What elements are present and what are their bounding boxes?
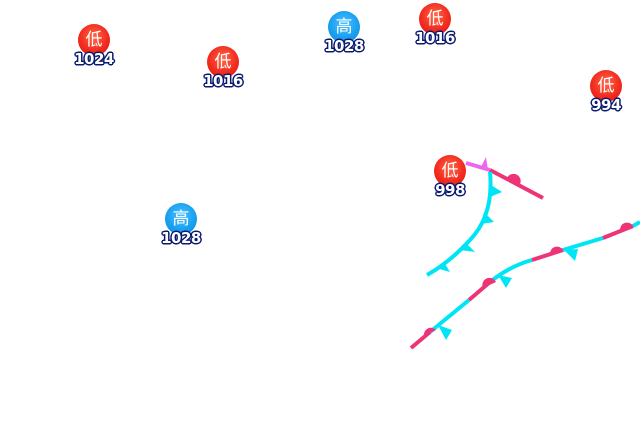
pressure-center-high-1028-north[interactable]: 高 1028	[314, 11, 374, 55]
pressure-center-low-1016-west[interactable]: 低 1016	[193, 46, 253, 90]
pressure-value: 1028	[324, 37, 364, 55]
low-pressure-icon: 低	[590, 70, 622, 102]
occluded-front	[465, 157, 491, 172]
pressure-value: 998	[435, 181, 465, 199]
high-pressure-icon: 高	[328, 11, 360, 43]
low-pressure-icon: 低	[419, 3, 451, 35]
warm-front-east	[489, 168, 544, 200]
pressure-value: 1024	[74, 50, 114, 68]
low-pressure-icon: 低	[78, 24, 110, 56]
pressure-center-low-1016-north[interactable]: 低 1016	[405, 3, 465, 47]
pressure-center-low-994[interactable]: 低 994	[576, 70, 636, 114]
pressure-value: 1016	[415, 29, 455, 47]
stationary-front	[409, 220, 640, 350]
high-pressure-icon: 高	[165, 203, 197, 235]
pressure-center-low-1024[interactable]: 低 1024	[64, 24, 124, 68]
cold-front-southwest	[426, 171, 502, 277]
low-pressure-icon: 低	[207, 46, 239, 78]
low-pressure-icon: 低	[434, 155, 466, 187]
pressure-value: 1016	[203, 72, 243, 90]
pressure-center-high-1028-west[interactable]: 高 1028	[151, 203, 211, 247]
pressure-value: 994	[591, 96, 621, 114]
pressure-value: 1028	[161, 229, 201, 247]
pressure-center-low-998[interactable]: 低 998	[420, 155, 480, 199]
